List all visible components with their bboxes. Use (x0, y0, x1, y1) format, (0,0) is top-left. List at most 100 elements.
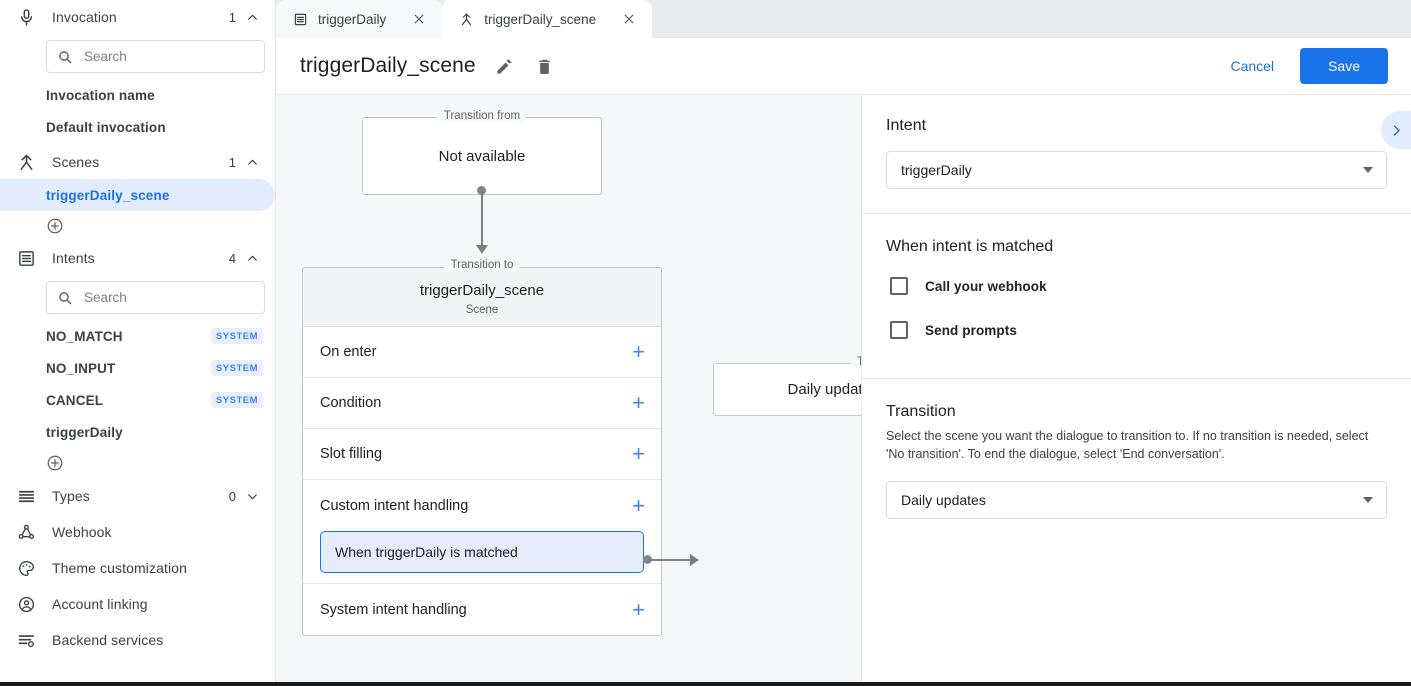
sidebar-item-backend-services[interactable]: Backend services (0, 622, 275, 658)
sidebar-item-account-linking[interactable]: Account linking (0, 586, 275, 622)
tab-label: triggerDaily_scene (484, 11, 597, 27)
microphone-icon (14, 5, 38, 29)
sidebar-item-no-match[interactable]: NO_MATCH SYSTEM (0, 320, 275, 352)
edge-vertical (481, 190, 483, 252)
sidebar-item-cancel[interactable]: CANCEL SYSTEM (0, 384, 275, 416)
tab-triggerdaily[interactable]: triggerDaily (276, 0, 443, 38)
invocation-search-input[interactable] (82, 48, 263, 65)
scene-row-on-enter[interactable]: On enter + (303, 327, 661, 378)
scene-card-subtitle: Scene (465, 304, 499, 316)
sidebar-item-triggerdaily[interactable]: triggerDaily (0, 416, 275, 448)
tab-bar: triggerDaily triggerDaily_scene (276, 0, 1411, 38)
add-condition-icon[interactable]: + (632, 390, 645, 415)
cancel-button[interactable]: Cancel (1216, 49, 1288, 83)
sidebar-item-label: CANCEL (46, 392, 104, 408)
intents-list-icon (14, 246, 38, 270)
send-prompts-row[interactable]: Send prompts (886, 312, 1387, 348)
call-your-webhook-row[interactable]: Call your webhook (886, 268, 1387, 304)
scene-row-slot-filling[interactable]: Slot filling + (303, 429, 661, 480)
intent-tab-icon (292, 11, 308, 27)
scene-canvas[interactable]: Transition from Not available Transition… (276, 95, 862, 686)
sidebar-item-theme-customization[interactable]: Theme customization (0, 550, 275, 586)
chevron-down-icon[interactable] (245, 489, 259, 503)
call-your-webhook-label: Call your webhook (925, 278, 1047, 294)
scene-row-custom-intent-handling[interactable]: Custom intent handling + (303, 480, 661, 531)
sidebar-item-label: Invocation name (46, 87, 155, 103)
sidebar-group-invocation[interactable]: Invocation 1 (0, 0, 275, 34)
backend-services-icon (14, 628, 38, 652)
tab-triggerdaily-scene[interactable]: triggerDaily_scene (442, 0, 653, 38)
sidebar-item-label: NO_MATCH (46, 328, 123, 344)
transition-select-value: Daily updates (901, 492, 986, 509)
status-badge: SYSTEM (210, 328, 263, 344)
call-your-webhook-checkbox[interactable] (890, 277, 908, 295)
sidebar-item-label: Theme customization (52, 560, 187, 576)
sidebar-item-default-invocation[interactable]: Default invocation (0, 111, 275, 143)
scene-row-label: On enter (320, 344, 377, 360)
dropdown-caret-icon (1363, 497, 1373, 504)
scene-row-condition[interactable]: Condition + (303, 378, 661, 429)
chevron-up-icon[interactable] (245, 251, 259, 265)
transition-select[interactable]: Daily updates (886, 481, 1387, 520)
sidebar-item-label: triggerDaily_scene (46, 187, 170, 203)
body-split: Transition from Not available Transition… (276, 95, 1411, 686)
edge-horizontal (648, 559, 696, 561)
close-icon[interactable] (618, 8, 640, 30)
properties-panel: Intent triggerDaily When intent is match… (862, 95, 1411, 686)
scene-row-label: Slot filling (320, 446, 383, 462)
scene-row-label: Condition (320, 395, 382, 411)
send-prompts-checkbox[interactable] (890, 321, 908, 339)
sidebar-item-label: Default invocation (46, 119, 166, 135)
pencil-icon[interactable] (494, 55, 516, 77)
intent-select-value: triggerDaily (901, 162, 972, 178)
transition-description: Select the scene you want the dialogue t… (886, 429, 1369, 462)
sidebar-group-count: 0 (228, 488, 236, 504)
intents-search-box[interactable] (46, 281, 265, 314)
add-scene-icon[interactable] (46, 217, 64, 235)
edge-arrow-right-icon (690, 554, 699, 566)
trash-icon[interactable] (534, 55, 556, 77)
chevron-up-icon[interactable] (245, 10, 259, 24)
sidebar-item-no-input[interactable]: NO_INPUT SYSTEM (0, 352, 275, 384)
sidebar-group-scenes[interactable]: Scenes 1 (0, 145, 275, 179)
sidebar-group-label: Types (52, 488, 90, 504)
intent-handler-chip[interactable]: When triggerDaily is matched (320, 531, 644, 573)
transition-target-value: Daily updates (787, 381, 862, 398)
transition-target-node[interactable]: Transition to Daily updates (713, 356, 862, 416)
sidebar-group-count: 1 (228, 154, 236, 170)
page-title: triggerDaily_scene (300, 54, 476, 77)
add-system-intent-icon[interactable]: + (632, 596, 645, 622)
chevron-right-icon[interactable] (1381, 111, 1411, 149)
close-icon[interactable] (408, 8, 430, 30)
intents-search-wrap (0, 275, 275, 320)
transition-from-node[interactable]: Transition from Not available (362, 110, 602, 195)
dropdown-caret-icon (1363, 167, 1373, 173)
sidebar-item-webhook[interactable]: Webhook (0, 514, 275, 550)
invocation-search-box[interactable] (46, 40, 265, 73)
sidebar-group-count: 4 (228, 250, 236, 266)
sidebar-item-label: Backend services (52, 632, 164, 648)
add-custom-intent-icon[interactable]: + (632, 492, 645, 518)
sidebar-group-label: Scenes (52, 154, 100, 170)
add-on-enter-icon[interactable]: + (632, 339, 645, 364)
scene-card-header: Transition to triggerDaily_scene Scene (303, 259, 661, 327)
add-slot-filling-icon[interactable]: + (632, 441, 645, 466)
status-badge: SYSTEM (210, 360, 263, 376)
save-button[interactable]: Save (1300, 48, 1388, 84)
intent-select[interactable]: triggerDaily (886, 151, 1387, 189)
send-prompts-label: Send prompts (925, 322, 1017, 338)
window-bottom-bar (0, 682, 1411, 686)
sidebar-item-invocation-name[interactable]: Invocation name (0, 79, 275, 111)
sidebar-group-types[interactable]: Types 0 (0, 478, 275, 514)
chevron-up-icon[interactable] (245, 155, 259, 169)
when-intent-matched-section: When intent is matched Call your webhook… (862, 214, 1411, 379)
sidebar-item-triggerdaily-scene[interactable]: triggerDaily_scene (0, 179, 275, 211)
scene-row-system-intent-handling[interactable]: System intent handling + (303, 584, 661, 635)
left-sidebar: Invocation 1 Invocation name Default inv… (0, 0, 276, 686)
search-icon (59, 50, 72, 63)
sidebar-group-intents[interactable]: Intents 4 (0, 241, 275, 275)
sidebar-group-count: 1 (228, 9, 236, 25)
intents-search-input[interactable] (82, 289, 263, 306)
transition-target-legend: Transition to (851, 356, 861, 368)
add-intent-icon[interactable] (46, 454, 64, 472)
